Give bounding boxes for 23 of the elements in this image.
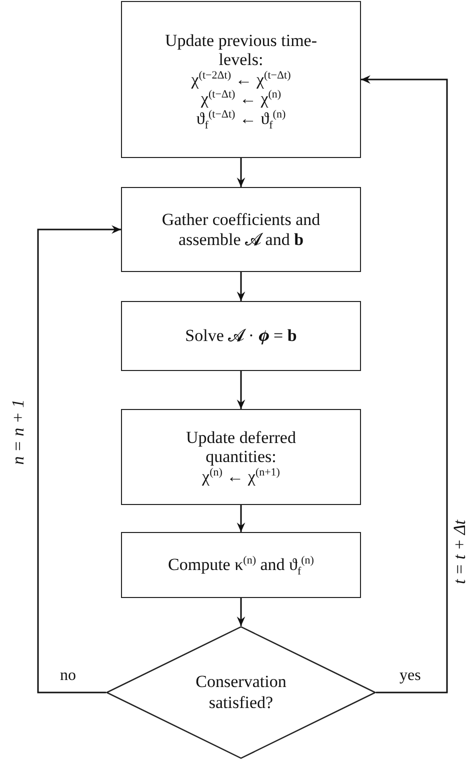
formula-text: χ$^{(n)}$ ← χ$^{(n+1)}$	[202, 466, 280, 486]
arrow	[361, 75, 448, 694]
formula-text: χ$^{(t−2Δt)}$ ← χ$^{(t−Δt)}$	[191, 70, 291, 90]
node-text: Gather coefficients and assemble 𝓐 and b	[160, 210, 322, 250]
arrow	[37, 225, 121, 694]
node-text: Conservation satisfied?	[194, 672, 288, 713]
arrow	[236, 505, 246, 532]
node-text: Update deferred quantities:	[185, 428, 297, 467]
arrow	[236, 598, 246, 626]
node-text: Solve 𝓐 · 𝝓 = b	[185, 326, 297, 346]
arrow	[236, 158, 246, 187]
process-box	[121, 1, 361, 158]
process-box	[121, 301, 361, 371]
process-box	[121, 409, 361, 505]
loop-counter-label: n = n + 1	[8, 399, 28, 465]
arrow	[236, 371, 246, 409]
arrow	[236, 272, 246, 301]
decision-diamond	[106, 626, 376, 759]
node-text: Update previous time-levels:	[164, 30, 318, 70]
process-box	[121, 532, 361, 598]
loop-counter-label: t = t + Δt	[450, 520, 470, 584]
formula-text: χ$^{(t−Δt)}$ ← χ$^{(n)}$	[200, 89, 282, 109]
process-box	[121, 187, 361, 272]
